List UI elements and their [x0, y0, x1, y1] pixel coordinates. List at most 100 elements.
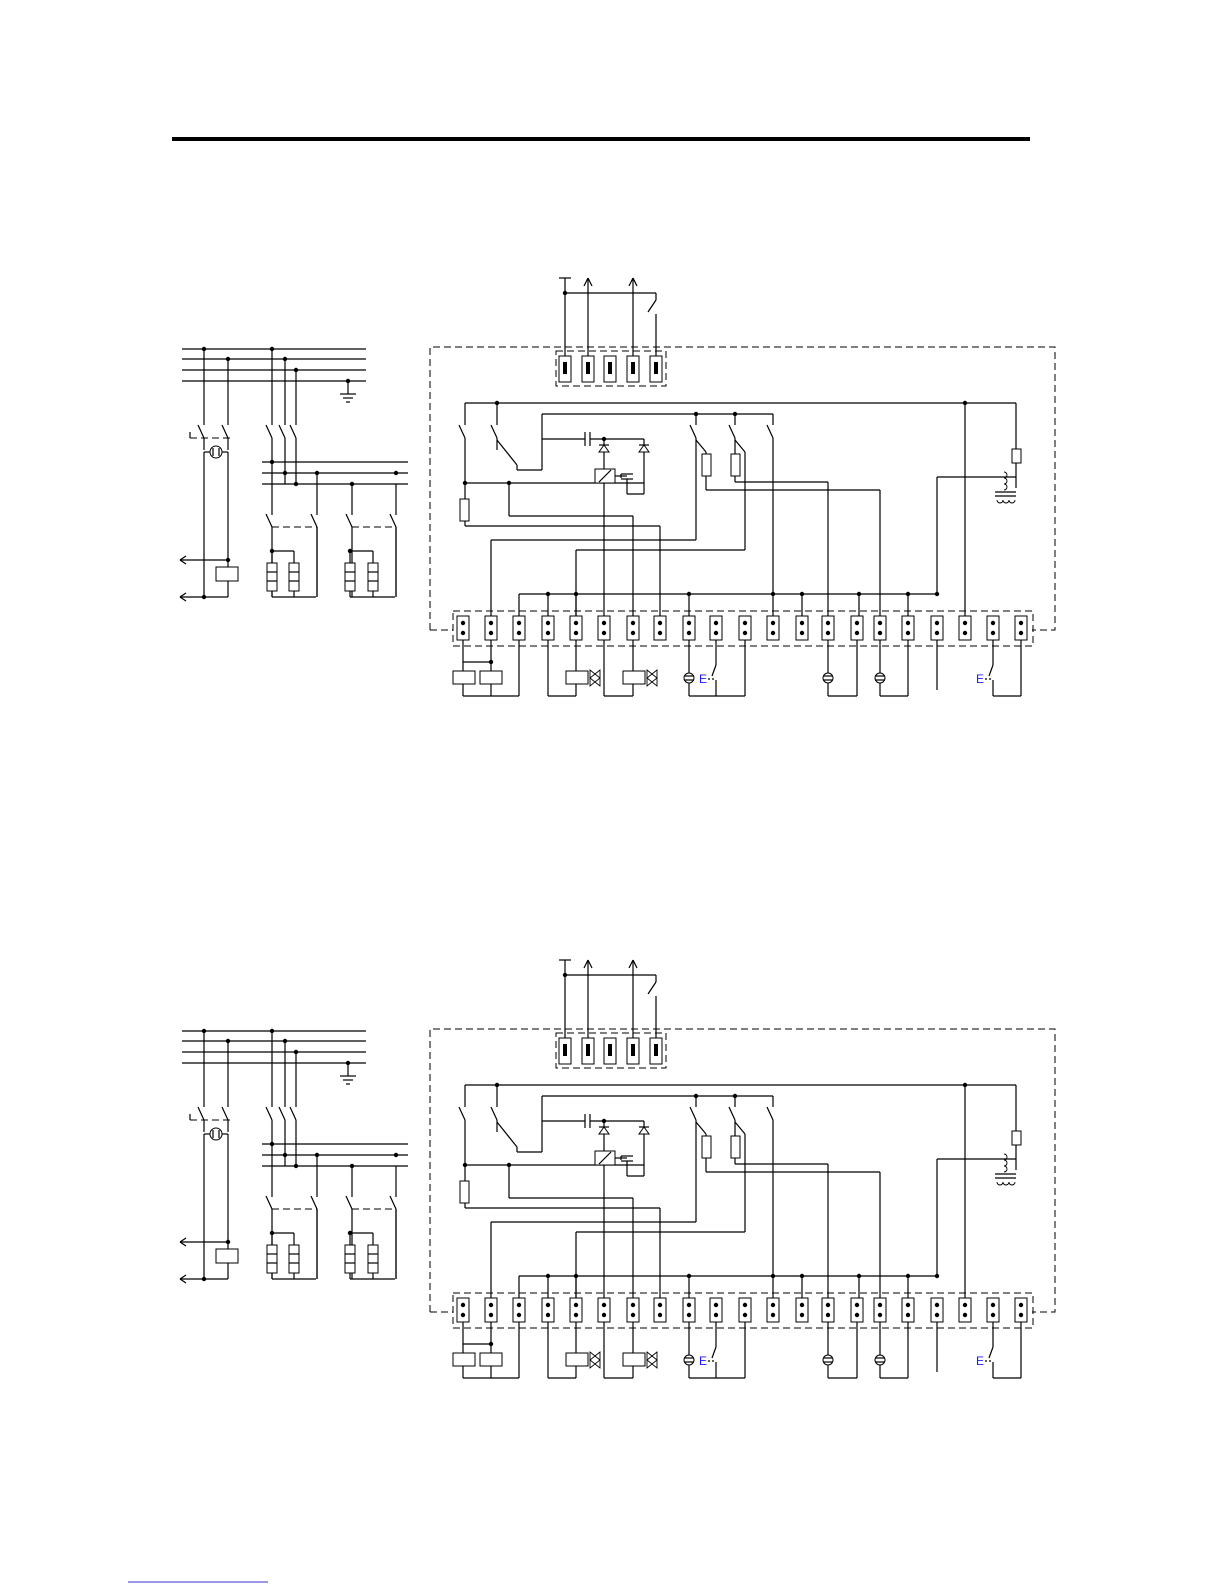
switch-contact [311, 1196, 317, 1209]
terminal-screw [563, 1044, 567, 1056]
terminal-block-icon [874, 1298, 886, 1322]
junction-dot [631, 1303, 635, 1307]
relay-coil-icon [480, 1353, 502, 1366]
solenoid-valve-icon [590, 1352, 600, 1368]
switch-contact [390, 1196, 396, 1209]
junction-dot [991, 1303, 995, 1307]
transformer-icon [1003, 1182, 1009, 1185]
junction-dot [489, 1303, 493, 1307]
heater-element-icon [345, 1245, 355, 1273]
junction-dot [294, 1164, 298, 1168]
junction-dot [461, 1313, 465, 1317]
junction-dot [1019, 1303, 1023, 1307]
terminal-block-icon [513, 1298, 525, 1322]
diode-icon [639, 1127, 649, 1134]
junction-dot [963, 1313, 967, 1317]
junction-dot [743, 1303, 747, 1307]
junction-dot [346, 1061, 350, 1065]
junction-dot [687, 1303, 691, 1307]
switch-contact [266, 1107, 272, 1120]
junction-dot [658, 1303, 662, 1307]
terminal-screw [631, 1044, 635, 1056]
terminal-block-icon [902, 1298, 914, 1322]
terminal-block-icon [822, 1298, 834, 1322]
switch-contact [222, 1107, 228, 1120]
switch-contact [497, 1122, 517, 1147]
junction-dot [743, 1313, 747, 1317]
junction-dot [489, 1313, 493, 1317]
lamp-icon [684, 1355, 694, 1365]
junction-dot [935, 1313, 939, 1317]
junction-dot [315, 1153, 319, 1157]
transformer-icon [997, 1182, 1003, 1185]
terminal-screw [608, 1044, 612, 1056]
terminal-block-icon [796, 1298, 808, 1322]
junction-dot [855, 1313, 859, 1317]
junction-dot [1019, 1313, 1023, 1317]
junction-dot [906, 1303, 910, 1307]
control-enclosure [430, 1029, 1055, 1312]
resistor-icon [731, 1136, 740, 1158]
terminal-screw [586, 1044, 590, 1056]
wire [735, 1122, 745, 1134]
terminal-block-icon [570, 1298, 582, 1322]
junction-dot [800, 1303, 804, 1307]
junction-dot [631, 1313, 635, 1317]
junction-dot [826, 1303, 830, 1307]
switch-contact [712, 1347, 716, 1358]
junction-dot [517, 1313, 521, 1317]
solenoid-valve-icon [647, 1352, 657, 1368]
junction-dot [687, 1313, 691, 1317]
switch-contact [491, 1107, 497, 1120]
terminal-block-icon [457, 1298, 469, 1322]
terminal-block-icon [627, 1298, 639, 1322]
terminal-block-icon [987, 1298, 999, 1322]
lamp-icon [823, 1355, 833, 1365]
transformer-icon [1009, 1182, 1015, 1185]
junction-dot [463, 1163, 467, 1167]
switch-contact [459, 1107, 465, 1120]
terminal-block-icon [767, 1298, 779, 1322]
junction-dot [991, 1313, 995, 1317]
junction-dot [800, 1313, 804, 1317]
solenoid-valve-icon [647, 1352, 657, 1368]
terminal-block-icon [1015, 1298, 1027, 1322]
motor-icon [210, 1128, 222, 1140]
terminal-block-icon [931, 1298, 943, 1322]
terminal-block-icon [959, 1298, 971, 1322]
relay-coil-icon [453, 1353, 475, 1366]
switch-contact [648, 982, 656, 994]
transformer-icon [1004, 1160, 1007, 1166]
diode-icon [599, 1127, 609, 1134]
junction-dot [517, 1303, 521, 1307]
earth-switch-label: E [976, 1354, 984, 1368]
resistor-icon [460, 1181, 469, 1203]
junction-dot [270, 1142, 274, 1146]
heater-element-icon [368, 1245, 378, 1273]
switch-contact [690, 1107, 696, 1120]
junction-dot [563, 973, 567, 977]
terminal-block-icon [851, 1298, 863, 1322]
solenoid-valve-icon [623, 1353, 645, 1366]
junction-dot [935, 1274, 939, 1278]
switch-contact [279, 1107, 285, 1120]
switch-contact [729, 1107, 735, 1120]
terminal-block-icon [739, 1298, 751, 1322]
terminal-block-icon [542, 1298, 554, 1322]
junction-dot [658, 1313, 662, 1317]
switch-contact [346, 1196, 352, 1209]
junction-dot [202, 1277, 206, 1281]
terminal-screw [654, 1044, 658, 1056]
transformer-icon [1004, 1166, 1007, 1172]
terminal-block-icon [683, 1298, 695, 1322]
terminal-block-icon [598, 1298, 610, 1322]
switch-contact [198, 1107, 204, 1120]
solenoid-valve-icon [590, 1352, 600, 1368]
resistor-icon [702, 1136, 711, 1158]
relay-coil-icon [216, 1249, 238, 1263]
junction-dot [348, 1231, 352, 1235]
junction-dot [771, 1303, 775, 1307]
schematic-group: EE [180, 960, 1055, 1378]
junction-dot [714, 1303, 718, 1307]
